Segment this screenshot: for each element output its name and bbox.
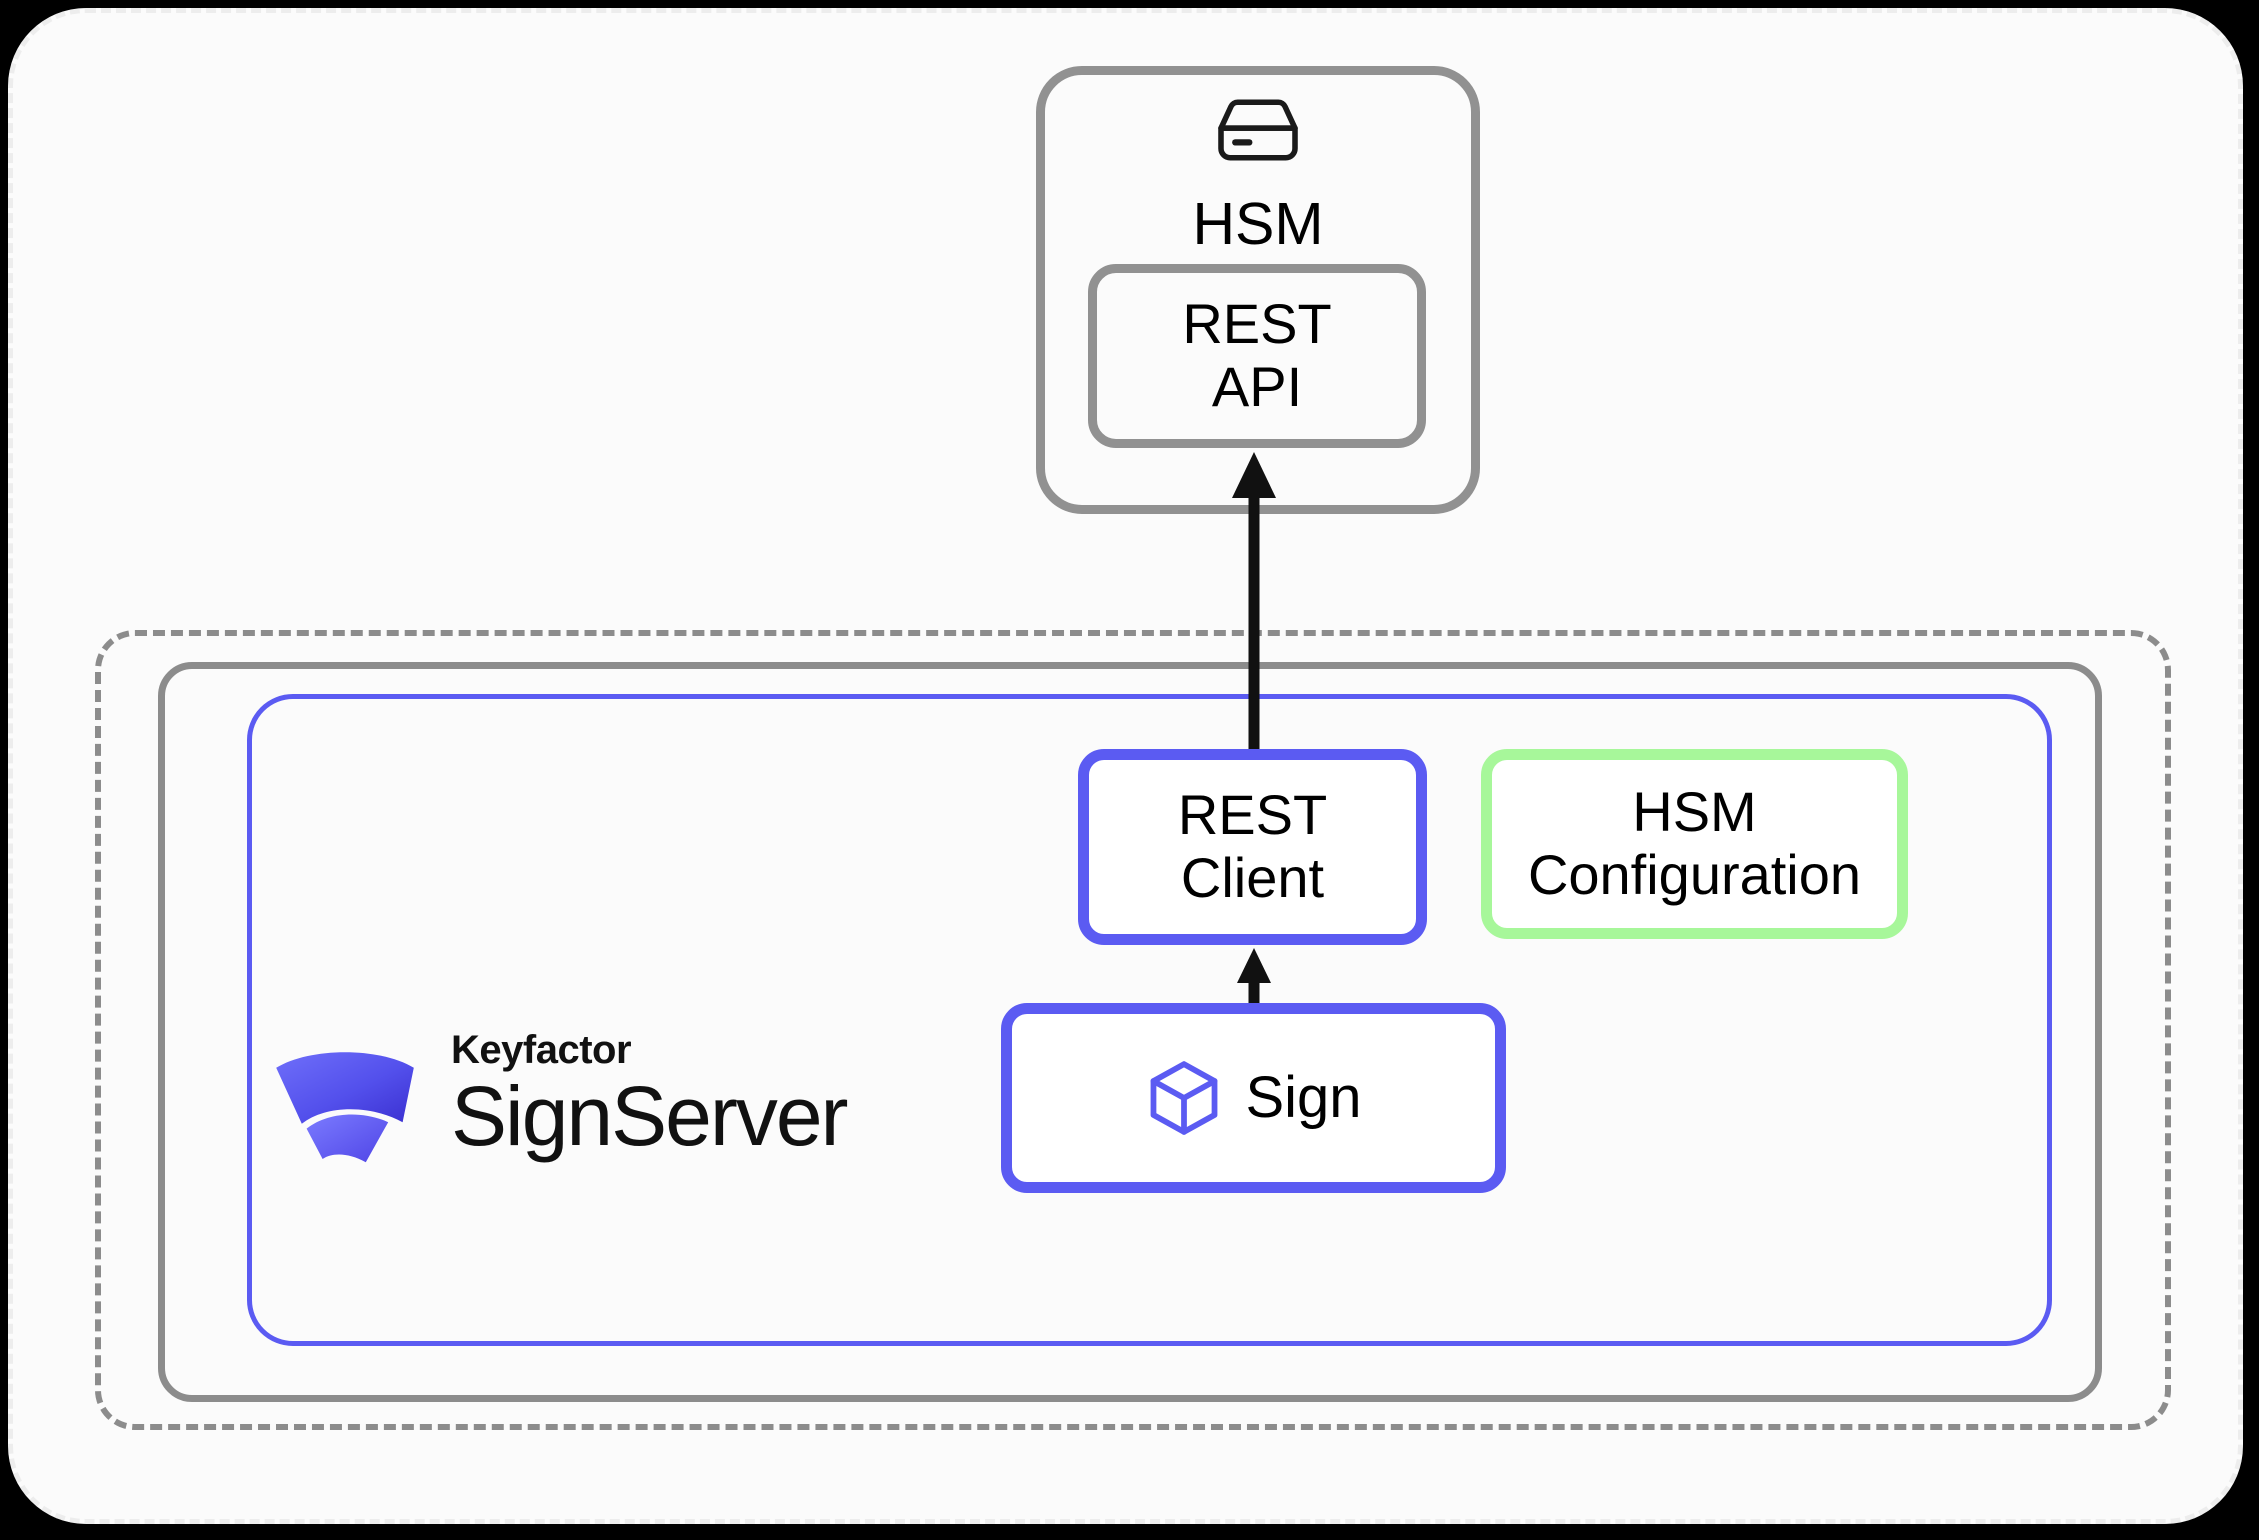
node-hsm-configuration-label: HSM Configuration: [1527, 780, 1862, 906]
group-middle-solid: [158, 662, 2102, 1402]
cube-icon: [1145, 1059, 1223, 1137]
brand-name: SignServer: [451, 1069, 849, 1164]
brand-text: Keyfactor SignServer: [451, 1028, 849, 1164]
group-outer-dashed: [95, 630, 2171, 1430]
keyfactor-signserver-logo: Keyfactor SignServer: [265, 995, 935, 1195]
node-sign[interactable]: Sign: [1001, 1003, 1506, 1193]
node-hsm-label: HSM: [1192, 191, 1324, 257]
node-rest-client-label: REST Client: [1177, 783, 1328, 909]
hard-drive-icon: [1212, 93, 1304, 167]
node-rest-api-label: REST API: [1182, 292, 1332, 418]
node-rest-api[interactable]: REST API: [1088, 264, 1426, 448]
brand-eyebrow: Keyfactor: [451, 1028, 632, 1073]
node-hsm-configuration[interactable]: HSM Configuration: [1481, 749, 1908, 939]
node-sign-label: Sign: [1245, 1064, 1362, 1130]
keyfactor-fan-logo-icon: [265, 1015, 425, 1175]
group-signserver: [247, 694, 2052, 1346]
node-rest-client[interactable]: REST Client: [1078, 749, 1427, 945]
